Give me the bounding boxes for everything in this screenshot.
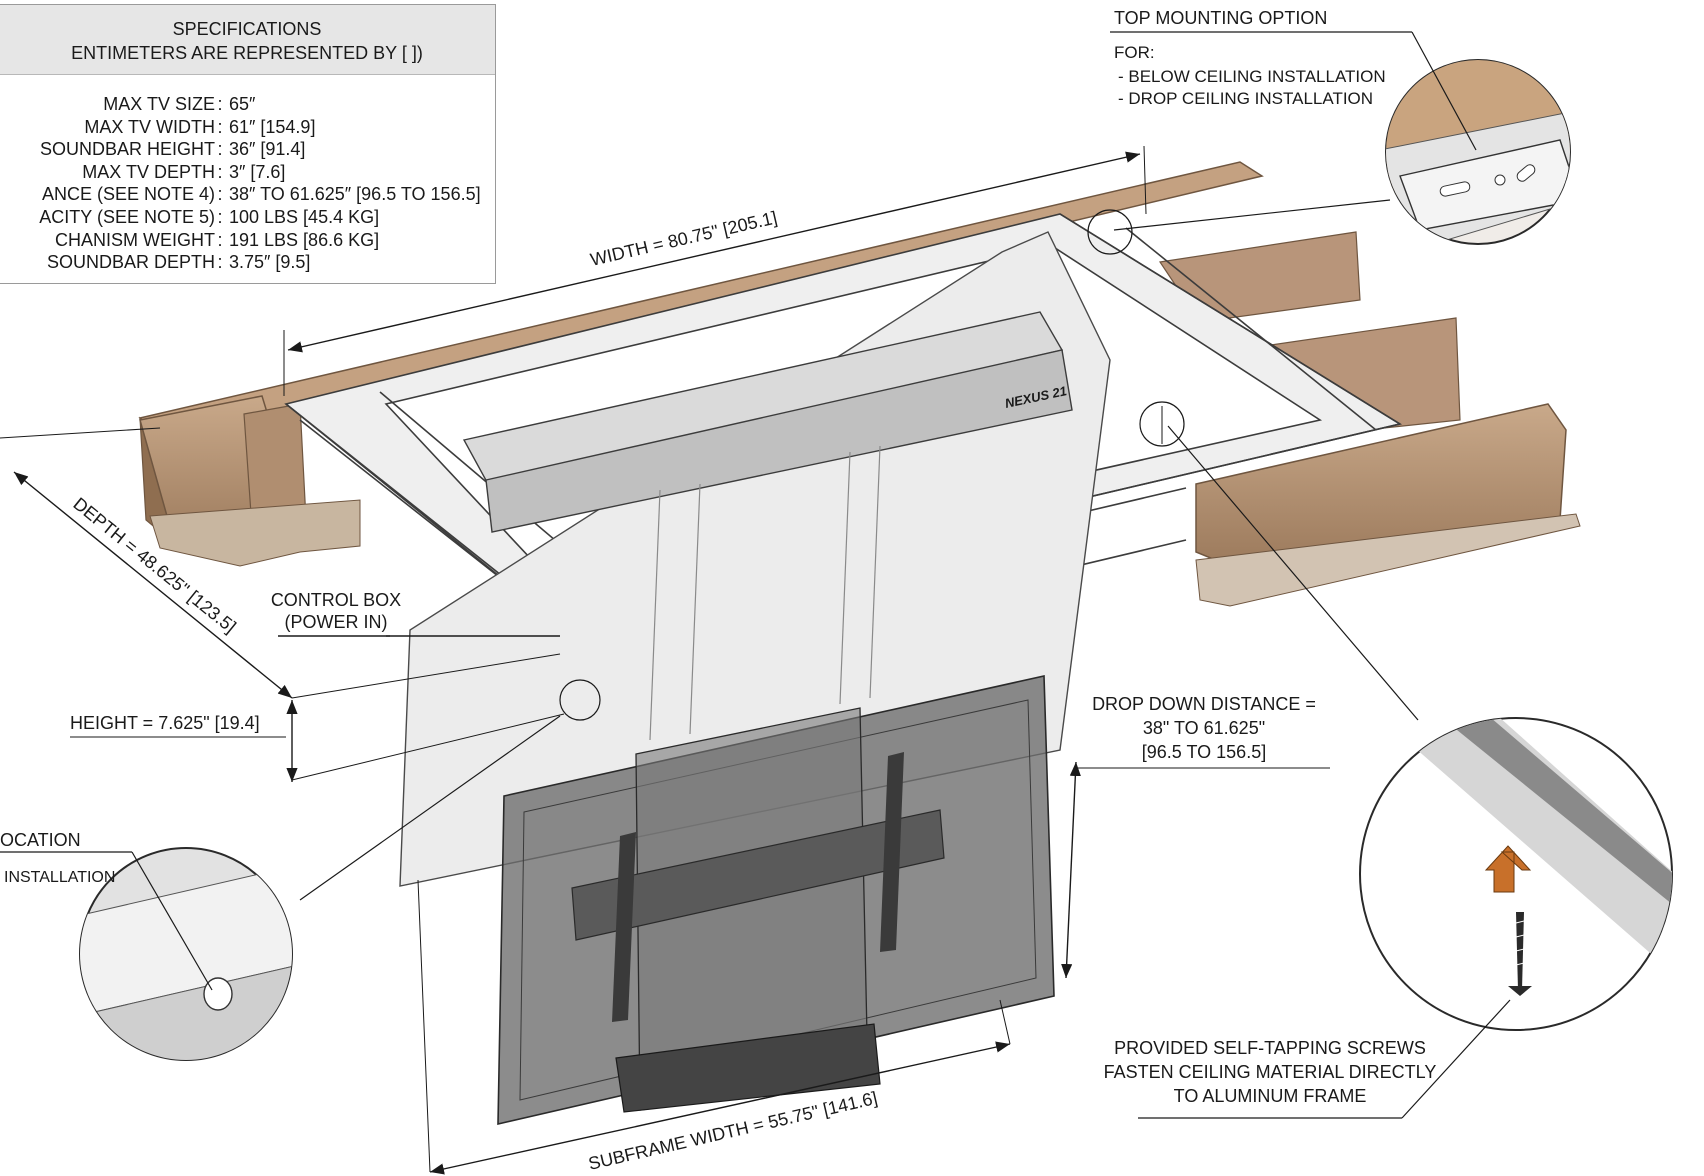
ceiling-edge-right [1195,513,1581,607]
top-mounting-title: TOP MOUNTING OPTION [1114,8,1327,28]
spec-label: ANCE (SEE NOTE 4) [41,184,215,205]
height-dim-label: HEIGHT = 7.625" [19.4] [70,713,260,733]
spec-value: 100 LBS [45.4 KG] [229,206,380,227]
spec-row: ACITY (SEE NOTE 5):100 LBS [45.4 KG] [0,206,495,229]
soundbar [485,349,1073,533]
spec-row: MAX TV SIZE:65″ [0,93,495,116]
spec-label: MAX TV SIZE [103,94,215,114]
spec-label: ACITY (SEE NOTE 5) [39,206,215,227]
specifications-rows: MAX TV SIZE:65″MAX TV WIDTH:61″ [154.9]S… [0,75,495,274]
spec-separator: : [217,139,223,160]
spec-row: ANCE (SEE NOTE 4):38″ TO 61.625″ [96.5 T… [0,183,495,206]
spec-row: MAX TV DEPTH:3″ [7.6] [0,161,495,184]
spec-row: CHANISM WEIGHT:191 LBS [86.6 KG] [0,229,495,252]
control-box-label-1: CONTROL BOX [271,590,401,610]
spec-value: 36″ [91.4] [229,139,306,160]
spec-row: SOUNDBAR DEPTH:3.75″ [9.5] [0,251,495,274]
specifications-title: SPECIFICATIONS [172,19,322,39]
spec-separator: : [217,161,223,182]
screw-icon [1508,912,1532,996]
screws-note-2: FASTEN CEILING MATERIAL DIRECTLY [1104,1062,1437,1082]
top-mounting-for: FOR: [1114,43,1155,62]
spec-value: 38″ TO 61.625″ [96.5 TO 156.5] [229,184,481,205]
drop-down-dim-line [1061,761,1081,979]
spec-separator: : [217,252,223,273]
spec-value: 65″ [229,94,256,114]
spec-value: 3.75″ [9.5] [229,252,311,273]
location-title: OCATION [0,830,81,850]
specifications-table: SPECIFICATIONS ENTIMETERS ARE REPRESENTE… [0,4,496,284]
specifications-subtitle: ENTIMETERS ARE REPRESENTED BY [ ]) [71,43,423,63]
specifications-header: SPECIFICATIONS ENTIMETERS ARE REPRESENTE… [0,5,495,75]
tv-crossbar [571,809,945,941]
spec-separator: : [217,94,223,114]
spec-value: 191 LBS [86.6 KG] [229,229,380,250]
depth-dim-line [13,471,293,699]
spec-label: MAX TV WIDTH [84,116,215,137]
screws-note-3: TO ALUMINUM FRAME [1174,1086,1367,1106]
spec-row: MAX TV WIDTH:61″ [154.9] [0,116,495,139]
spec-value: 3″ [7.6] [229,161,286,182]
top-mounting-item-1: - BELOW CEILING INSTALLATION [1118,67,1386,86]
spec-label: SOUNDBAR HEIGHT [39,139,215,160]
spec-separator: : [217,229,223,250]
spec-separator: : [217,116,223,137]
width-dim-label: WIDTH = 80.75" [205.1] [588,207,779,269]
subframe-dim-line [429,1041,1011,1175]
spec-label: SOUNDBAR DEPTH [46,252,215,273]
spec-row: SOUNDBAR HEIGHT:36″ [91.4] [0,138,495,161]
spec-separator: : [217,184,223,205]
top-mounting-item-2: - DROP CEILING INSTALLATION [1118,89,1373,108]
screws-note-1: PROVIDED SELF-TAPPING SCREWS [1114,1038,1426,1058]
drop-down-label-3: [96.5 TO 156.5] [1142,742,1266,762]
spec-label: MAX TV DEPTH [82,161,215,182]
dimension-lines [0,145,1330,1175]
drop-down-label-1: DROP DOWN DISTANCE = [1092,694,1316,714]
drop-down-label-2: 38" TO 61.625" [1143,718,1265,738]
detail-screw [1138,401,1673,1119]
spec-separator: : [217,206,223,227]
spec-label: CHANISM WEIGHT [55,229,215,250]
location-subtitle: INSTALLATION [4,869,115,886]
arrow-up-icon [1484,845,1532,893]
detail-top-mount [1087,31,1571,255]
width-dim-line [287,151,1141,353]
spec-value: 61″ [154.9] [229,116,316,137]
control-box-label-2: (POWER IN) [285,612,388,632]
